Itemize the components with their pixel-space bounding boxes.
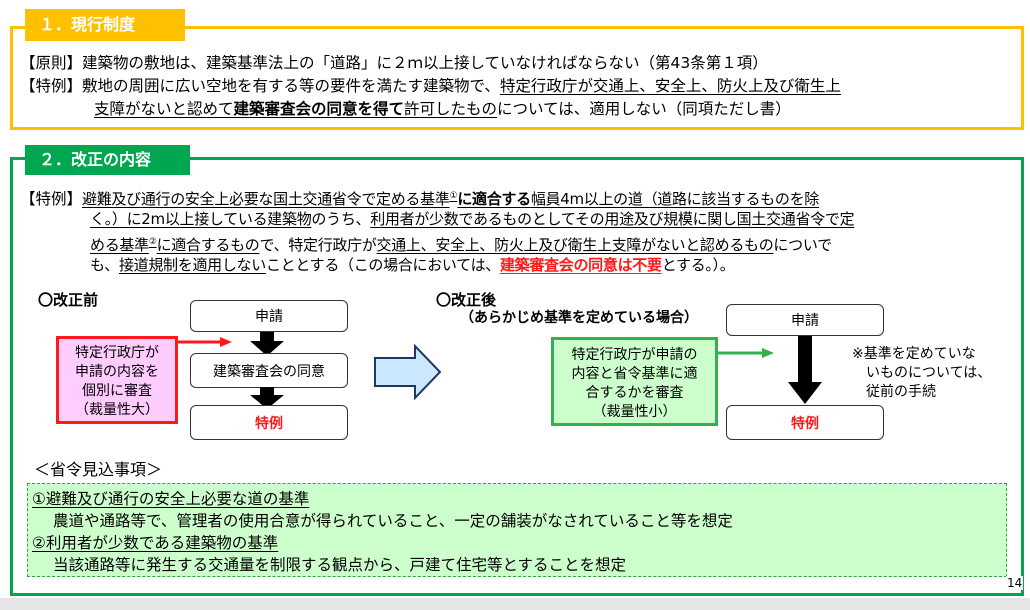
review-line: （裁量性大） [75,402,159,418]
amendment-text: く。）に2m以上接している建築物 [90,210,312,228]
flow-step-apply: 申請 [190,300,348,332]
amendment-text: める基準 [90,236,149,254]
amendment-text: に適合するもの [156,236,260,254]
flow-step-label: 特例 [255,415,283,432]
principle-text: 建築物の敷地は、建築基準法上の「道路」に２ｍ以上接していなければならない（第43… [82,54,768,72]
footnote-marker: ② [148,237,157,247]
red-arrow-icon [178,337,232,347]
page-number: 14 [1006,576,1024,590]
exception-underlined-text: 許可したもの [404,100,498,118]
note-line: 従前の手続 [866,384,936,400]
amendment-text: のうち、 [311,210,371,228]
flow-step-apply-after: 申請 [726,304,884,336]
amendment-text: 幅員4m以上の道（道路に該当するものを除 [530,190,819,208]
amendment-text: も、 [90,256,119,274]
long-down-arrow-icon [788,336,822,404]
amendment-text: 接道規制を適用しない [118,256,266,274]
amendment-line-4: も、接道規制を適用しないこととする（この場合においては、建築審査会の同意は不要と… [90,254,735,277]
before-heading: 〇改正前 [38,291,99,309]
amendment-line-3: める基準②に適合するもので、特定行政庁が交通上、安全上、防火上及び衛生上支障がな… [90,231,832,257]
footnote-marker: ① [449,191,458,201]
section-current-system-title: １．現行制度 [25,9,185,41]
review-line: 合するかを審査 [585,385,684,401]
review-line: 内容と省令基準に適 [571,366,698,382]
amendment-text: 避難及び通行の安全上必要な国土交通省令で定める基準 [82,190,450,208]
amendment-text: とする。）。 [661,256,735,274]
review-line: 申請の内容を [75,364,159,380]
after-heading: 〇改正後 [436,291,497,309]
flow-step-label: 申請 [255,309,283,325]
flow-step-consent: 建築審査会の同意 [190,353,348,388]
down-arrow-icon [250,387,284,409]
footer-bar [0,598,1030,610]
note-line: ※基準を定めていな [852,346,976,362]
principle-line: 【原則】建築物の敷地は、建築基準法上の「道路」に２ｍ以上接していなければならない… [20,52,768,75]
flow-step-result: 特例 [190,405,348,440]
exception-bold-text: 建築審査会の同意を得て [233,100,405,118]
ordinance-item-2-desc: 当該通路等に発生する交通量を制限する観点から、戸建て住宅等とすることを想定 [53,556,627,574]
ordinance-item-2-title: ②利用者が少数である建築物の基準 [32,534,279,552]
exception-line-2: 支障がないと認めて建築審査会の同意を得て許可したものについては、適用しない（同項… [94,98,791,121]
flow-step-result-after: 特例 [726,405,884,440]
flow-step-label: 特例 [791,415,819,432]
ordinance-box [27,483,1007,577]
after-subheading: （あらかじめ基準を定めている場合） [460,310,698,326]
review-line: 個別に審査 [82,383,152,399]
amendment-text: についで [773,236,832,254]
amendment-text: 利用者が少数であるものとしてその用途及び規模に関し国土交通省令で定 [370,210,855,228]
exception-text: については、適用しない（同項ただし書） [497,100,791,118]
ordinance-heading: ＜省令見込事項＞ [34,460,163,479]
green-arrow-icon [718,348,774,358]
amendment-line-2: く。）に2m以上接している建築物のうち、利用者が少数であるものとしてその用途及び… [90,208,855,231]
note-line: いものについては、 [866,365,992,381]
exception-line-1: 【特例】敷地の周囲に広い空地を有する等の要件を満たす建築物で、特定行政庁が交通上… [20,75,841,98]
review-line: 特定行政庁が申請の [571,347,698,363]
amendment-line-1: 【特例】避難及び通行の安全上必要な国土交通省令で定める基準①に適合する幅員4m以… [20,185,819,211]
ordinance-item-1-title: ①避難及び通行の安全上必要な道の基準 [32,490,310,508]
review-line: 特定行政庁が [75,345,159,361]
amendment-exception-label: 【特例】 [20,190,83,208]
before-review-box: 特定行政庁が 申請の内容を 個別に審査 （裁量性大） [56,336,178,424]
exception-text: 敷地の周囲に広い空地を有する等の要件を満たす建築物で、 [82,77,500,95]
exception-label: 【特例】 [20,77,83,95]
flow-step-label: 申請 [791,313,819,329]
section-amendment-title: ２．改正の内容 [25,145,190,175]
amendment-text: こととする（この場合においては、 [265,256,500,274]
principle-label: 【原則】 [20,54,83,72]
after-review-box: 特定行政庁が申請の 内容と省令基準に適 合するかを審査 （裁量性小） [551,337,718,426]
exception-underlined-text: 特定行政庁が交通上、安全上、防火上及び衛生上 [499,77,841,95]
flow-step-label: 建築審査会の同意 [213,363,325,380]
down-arrow-icon [250,332,284,356]
section-current-system [10,26,1024,130]
review-line: （裁量性小） [592,404,677,420]
amendment-text: で、特定行政庁が [259,236,377,254]
amendment-text: 交通上、安全上、防火上及び衛生上支障がないと認めるもの [376,236,774,254]
exception-underlined-text: 支障がないと認めて [94,100,234,118]
ordinance-item-1-desc: 農道や通路等で、管理者の使用合意が得られていること、一定の舗装がなされていること… [53,512,733,530]
transition-arrow-icon [374,344,442,400]
after-note: ※基準を定めていな いものについては、 従前の手続 [852,345,991,402]
section-amendment [10,157,1024,596]
amendment-bold-text: に適合する [457,190,531,208]
consent-not-required-text: 建築審査会の同意は不要 [499,256,662,274]
